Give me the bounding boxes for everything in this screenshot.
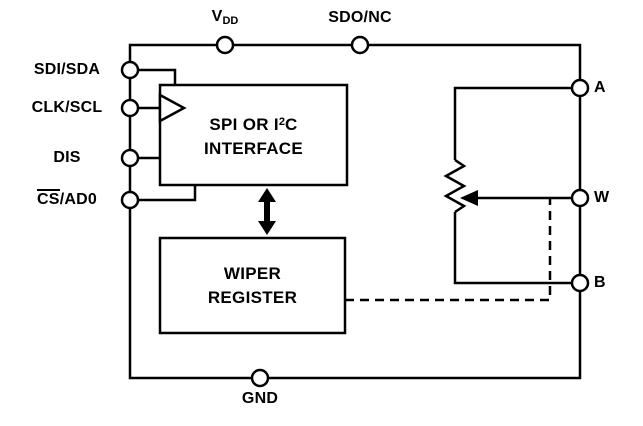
interface-block-label: SPI OR I2C INTERFACE — [160, 85, 347, 185]
interface-line1-sup: 2 — [278, 115, 286, 128]
wiper-register-box — [158, 236, 347, 335]
wire-terminal-b — [453, 212, 572, 285]
pin-vdd — [215, 35, 235, 55]
buffer-icon — [158, 92, 187, 124]
pin-cs-ad0 — [120, 190, 140, 210]
interface-block-box — [158, 83, 349, 187]
pin-label-clk-scl: CLK/SCL — [31, 99, 103, 116]
pin-w — [570, 188, 590, 208]
pin-label-dis: DIS — [53, 149, 81, 166]
interface-block-line2: INTERFACE — [203, 138, 304, 158]
interface-line1-pre: SPI OR I — [209, 114, 279, 134]
interface-block-line1: SPI OR I2C — [209, 110, 297, 137]
pin-label-ad0: /AD0 — [59, 191, 97, 208]
wiper-register-line2: REGISTER — [207, 287, 298, 307]
wire-sdi-sda — [138, 68, 177, 85]
bidirectional-arrow-icon — [258, 188, 276, 235]
pin-label-vdd-base: V — [211, 8, 223, 25]
resistor-icon — [443, 158, 467, 214]
wire-terminal-a — [453, 86, 572, 160]
pin-label-cs-overline: CS — [37, 189, 60, 208]
pin-label-vdd: VDD — [185, 8, 265, 30]
pin-label-a: A — [594, 79, 606, 96]
pin-clk-scl — [120, 98, 140, 118]
pin-label-sdo-nc: SDO/NC — [328, 9, 392, 26]
pin-dis — [120, 148, 140, 168]
pin-sdo-nc — [350, 35, 370, 55]
wiper-arrow-icon — [460, 190, 478, 206]
wiper-control-dashed-line — [345, 198, 552, 302]
pin-label-cs-ad0: CS/AD0 — [8, 189, 126, 209]
wiper-register-line1: WIPER — [223, 263, 282, 283]
pin-label-w: W — [594, 189, 610, 206]
interface-line1-post: C — [285, 114, 298, 134]
wiper-register-label: WIPER REGISTER — [160, 238, 345, 333]
pin-b — [570, 273, 590, 293]
pin-a — [570, 78, 590, 98]
pin-label-b: B — [594, 274, 606, 291]
pin-label-gnd: GND — [241, 390, 279, 407]
pin-label-sdi-sda: SDI/SDA — [33, 61, 101, 78]
pin-gnd — [250, 368, 270, 388]
wire-cs-ad0 — [138, 185, 197, 202]
pin-sdi-sda — [120, 60, 140, 80]
pin-label-vdd-sub: DD — [222, 15, 239, 27]
